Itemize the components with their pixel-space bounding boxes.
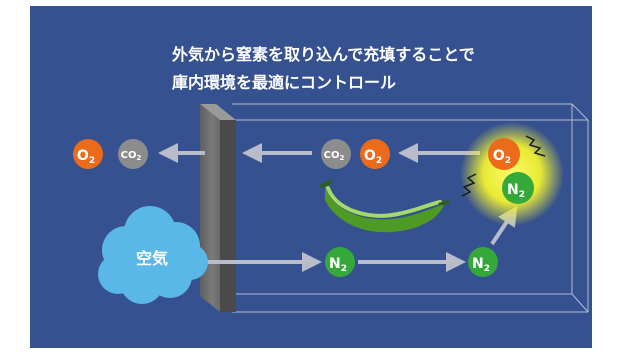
diagram-title: 外気から窒素を取り込んで充填することで 庫内環境を最適にコントロール [172, 41, 475, 97]
molecule-o2-glow: O2 [488, 138, 520, 170]
svg-text:N2: N2 [329, 256, 347, 274]
molecule-n2-inlet: N2 [325, 247, 355, 277]
molecule-co2-inside: CO2 [321, 139, 351, 169]
svg-text:O2: O2 [364, 148, 382, 166]
zigzag-marks [461, 135, 546, 197]
air-cloud: 空気 [98, 206, 208, 304]
air-label: 空気 [136, 249, 168, 268]
banana-icon [320, 180, 450, 233]
storage-wall [200, 104, 236, 312]
molecule-o2-outside: O2 [73, 139, 103, 169]
svg-text:CO2: CO2 [324, 150, 345, 162]
svg-text:CO2: CO2 [121, 150, 142, 162]
svg-text:N2: N2 [472, 256, 490, 274]
molecule-co2-outside: CO2 [118, 139, 148, 169]
molecule-o2-inside: O2 [360, 139, 390, 169]
storage-box-outline [232, 103, 589, 313]
svg-text:N2: N2 [507, 182, 525, 200]
molecule-n2-inside: N2 [468, 247, 498, 277]
molecule-n2-glow: N2 [502, 172, 534, 204]
svg-text:O2: O2 [77, 148, 95, 166]
title-line-1: 外気から窒素を取り込んで充填することで [172, 45, 475, 64]
title-line-2: 庫内環境を最適にコントロール [172, 73, 397, 92]
svg-text:O2: O2 [493, 148, 511, 166]
